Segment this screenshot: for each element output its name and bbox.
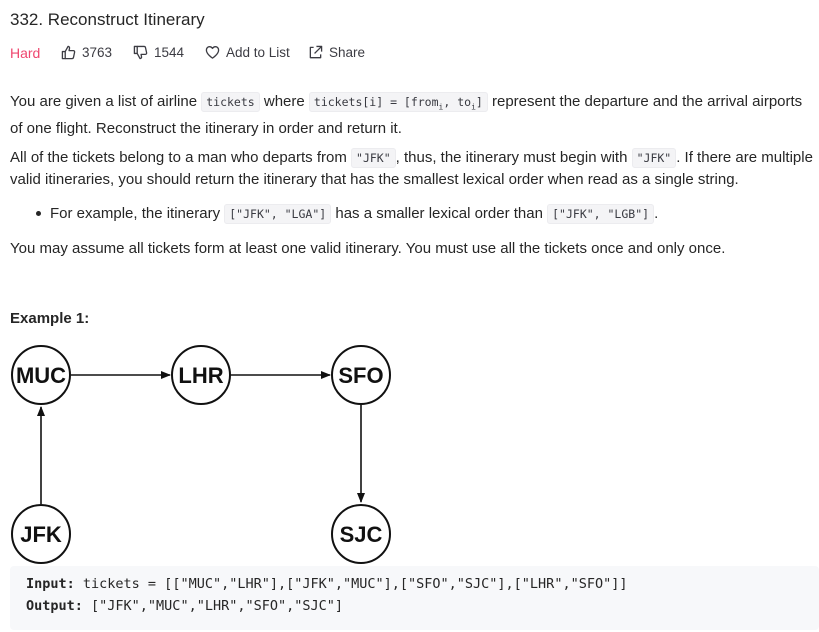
add-to-list-label: Add to List — [226, 45, 290, 60]
difficulty-badge: Hard — [10, 45, 41, 61]
code-text: tickets[i] = [from — [313, 95, 439, 109]
node-label: SJC — [340, 522, 383, 547]
node-muc: MUC — [11, 345, 71, 405]
page-title: 332. Reconstruct Itinerary — [10, 10, 205, 29]
node-lhr: LHR — [171, 345, 231, 405]
output-label: Output: — [26, 598, 83, 614]
example-input-line: Input: tickets = [["MUC","LHR"],["JFK","… — [26, 576, 627, 592]
node-jfk: JFK — [11, 504, 71, 564]
text: has a smaller lexical order than — [331, 205, 548, 222]
node-sjc: SJC — [331, 504, 391, 564]
text: All of the tickets belong to a man who d… — [10, 149, 352, 166]
node-label: MUC — [16, 363, 66, 388]
code-text: ] — [475, 95, 483, 109]
text: . — [654, 205, 659, 222]
text: You are given a list of airline — [10, 93, 202, 110]
subscript: i — [471, 102, 476, 112]
example-output-line: Output: ["JFK","MUC","LHR","SFO","SJC"] — [26, 598, 343, 614]
inline-code: tickets[i] = [fromi, toi] — [308, 92, 488, 112]
dislike-count: 1544 — [154, 45, 185, 60]
text: , thus, the itinerary must begin with — [395, 149, 632, 166]
example-heading: Example 1: — [10, 310, 90, 327]
add-to-list-button[interactable]: Add to List — [205, 45, 290, 60]
share-label: Share — [329, 45, 366, 60]
like-count: 3763 — [82, 45, 113, 60]
node-label: JFK — [20, 522, 62, 547]
node-label: SFO — [338, 363, 383, 388]
thumbs-up-icon — [61, 45, 76, 60]
bullet-dot — [36, 211, 41, 216]
bullet-item: For example, the itinerary ["JFK", "LGA"… — [50, 203, 810, 225]
thumbs-down-icon — [133, 45, 148, 60]
inline-code: "JFK" — [351, 148, 396, 168]
subscript: i — [438, 102, 444, 112]
inline-code: ["JFK", "LGB"] — [547, 204, 655, 224]
description-paragraph-3: You may assume all tickets form at least… — [10, 240, 726, 257]
example-code-block: Input: tickets = [["MUC","LHR"],["JFK","… — [10, 566, 819, 630]
code-text: , to — [443, 95, 472, 109]
description-paragraph-1: You are given a list of airline tickets … — [10, 91, 815, 140]
inline-code: "JFK" — [631, 148, 677, 168]
itinerary-graph: MUC LHR SFO JFK SJC — [11, 345, 391, 564]
heart-icon — [205, 46, 220, 59]
description-paragraph-2: All of the tickets belong to a man who d… — [10, 147, 815, 191]
input-value: tickets = [["MUC","LHR"],["JFK","MUC"],[… — [74, 576, 628, 592]
text: For example, the itinerary — [50, 205, 225, 222]
inline-code: tickets — [201, 92, 260, 112]
node-sfo: SFO — [331, 345, 391, 405]
share-button[interactable]: Share — [308, 45, 365, 60]
output-value: ["JFK","MUC","LHR","SFO","SJC"] — [82, 598, 343, 614]
text: . If there are multiple valid itinerarie… — [10, 149, 813, 188]
text: represent the departure and the arrival … — [10, 93, 803, 138]
inline-code: ["JFK", "LGA"] — [224, 204, 332, 224]
node-label: LHR — [178, 363, 223, 388]
input-label: Input: — [26, 576, 75, 592]
like-button[interactable]: 3763 — [61, 45, 112, 60]
share-icon — [309, 45, 323, 59]
dislike-button[interactable]: 1544 — [133, 45, 184, 60]
text: where — [259, 93, 309, 110]
